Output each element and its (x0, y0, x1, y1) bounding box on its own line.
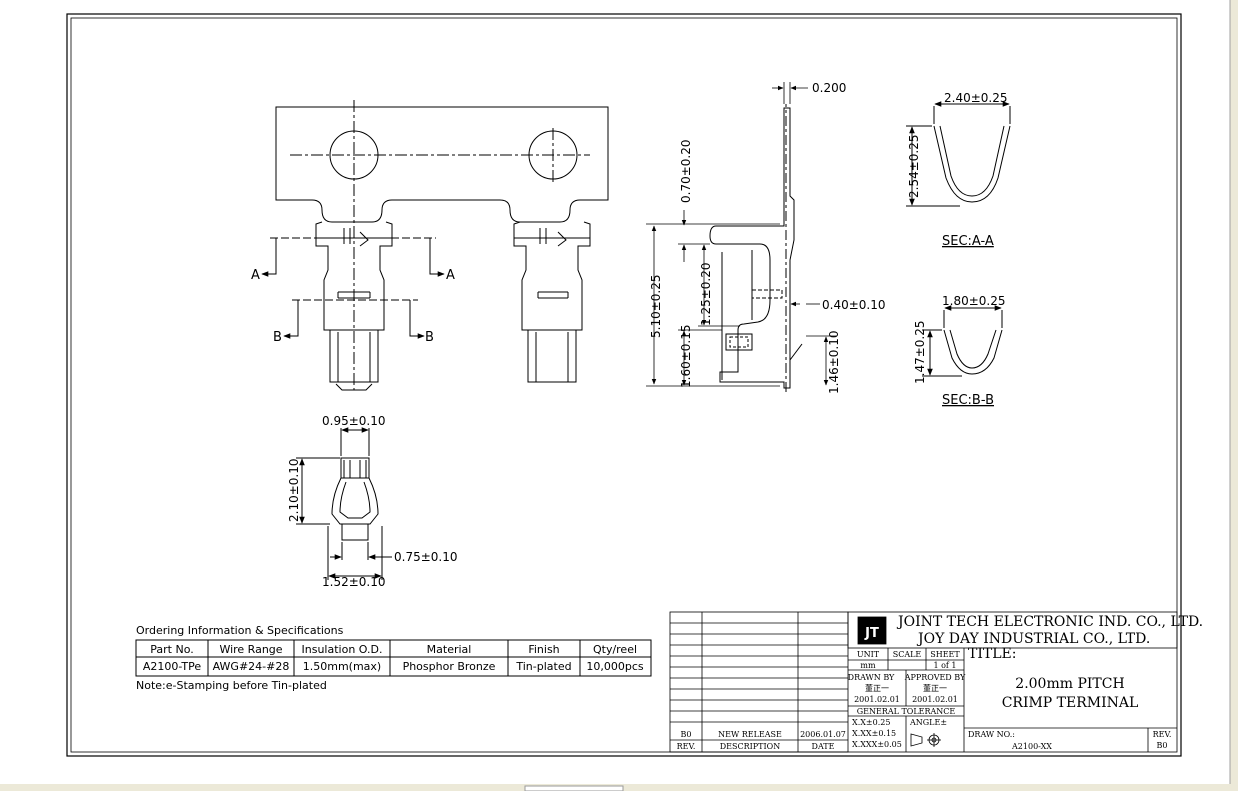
angle-label: ANGLE± (909, 718, 947, 727)
header-insulation: Insulation O.D. (302, 643, 383, 656)
sheet-label: SHEET (930, 650, 960, 659)
rev-col-header: REV. (677, 742, 696, 751)
spec-table-row: A2100-TPe AWG#24-#28 1.50mm(max) Phospho… (143, 660, 644, 673)
ordering-title: Ordering Information & Specifications (136, 624, 344, 637)
dim-040: 0.40±0.10 (822, 298, 886, 312)
dim-210: 2.10±0.10 (287, 459, 301, 523)
dim-152: 1.52±0.10 (322, 575, 386, 589)
desc-col-header: DESCRIPTION (720, 742, 780, 751)
dim-thickness: 0.200 (812, 81, 846, 95)
section-bb-view (922, 305, 1003, 377)
sheet-inner-border (70, 17, 1178, 753)
dim-070: 0.70±0.20 (679, 140, 693, 204)
rev-entry-desc: NEW RELEASE (718, 730, 782, 739)
draw-no-label: DRAW NO.: (968, 730, 1015, 739)
general-tolerance: GENERAL TOLERANCE (857, 707, 956, 716)
dim-095: 0.95±0.10 (322, 414, 386, 428)
rev-label: REV. (1153, 730, 1172, 739)
front-view (296, 427, 392, 580)
scale-label: SCALE (893, 650, 922, 659)
sheet-value: 1 of 1 (933, 661, 956, 670)
approved-date: 2001.02.01 (912, 695, 958, 704)
header-material: Material (427, 643, 472, 656)
header-wire-range: Wire Range (219, 643, 282, 656)
approved-by-name: 董正一 (923, 683, 947, 693)
dim-125: 1.25±0.20 (699, 263, 713, 327)
dim-075: 0.75±0.10 (394, 550, 458, 564)
title-line-2: CRIMP TERMINAL (1002, 695, 1139, 711)
sec-aa-label: SEC:A-A (942, 234, 994, 249)
dim-180: 1.80±0.25 (942, 294, 1006, 308)
section-aa-view (906, 101, 1011, 207)
tolerance-2: X.XX±0.15 (852, 729, 896, 738)
unit-label: UNIT (857, 650, 880, 659)
sheet-outer-border (66, 13, 1182, 757)
top-view (261, 100, 609, 391)
drawn-by-label: DRAWN BY (848, 673, 895, 682)
spec-table (135, 639, 652, 677)
cell-material: Phosphor Bronze (403, 660, 496, 673)
dim-160: 1.60±0.15 (679, 325, 693, 389)
rev-entry-date: 2006.01.07 (800, 730, 846, 739)
approved-by-label: APPROVED BY (904, 673, 966, 682)
cell-part-no: A2100-TPe (143, 660, 201, 673)
header-qty: Qty/reel (593, 643, 637, 656)
drawn-date: 2001.02.01 (854, 695, 900, 704)
projection-symbol-icon (910, 733, 941, 747)
company-name-1: JOINT TECH ELECTRONIC IND. CO., LTD. (896, 614, 1203, 630)
section-a-right: A (446, 268, 455, 283)
company-logo-icon: JT (864, 626, 879, 641)
dim-254: 2.54±0.25 (907, 135, 921, 199)
spec-table-headers: Part No. Wire Range Insulation O.D. Mate… (150, 643, 637, 656)
dim-240: 2.40±0.25 (944, 91, 1008, 105)
unit-value: mm (860, 661, 876, 670)
cell-finish: Tin-plated (515, 660, 571, 673)
section-b-right: B (425, 330, 434, 345)
side-view (709, 104, 803, 392)
draw-no-value: A2100-XX (1011, 742, 1052, 751)
header-part-no: Part No. (150, 643, 193, 656)
tolerance-3: X.XXX±0.05 (852, 740, 902, 749)
cell-qty: 10,000pcs (586, 660, 644, 673)
section-b-left: B (273, 330, 282, 345)
side-view-dims (646, 82, 836, 387)
status-field (524, 785, 624, 792)
company-name-2: JOY DAY INDUSTRIAL CO., LTD. (916, 631, 1150, 647)
date-col-header: DATE (812, 742, 835, 751)
title-label: TITLE: (968, 646, 1016, 662)
dim-146: 1.46±0.10 (827, 331, 841, 395)
cell-insulation: 1.50mm(max) (303, 660, 381, 673)
tolerance-1: X.X±0.25 (852, 718, 890, 727)
vertical-scrollbar[interactable] (1230, 0, 1238, 791)
drawn-by-name: 董正一 (865, 683, 889, 693)
rev-value: B0 (1157, 741, 1168, 750)
spec-note: Note:e-Stamping before Tin-plated (136, 679, 327, 692)
sec-bb-label: SEC:B-B (942, 393, 994, 408)
header-finish: Finish (528, 643, 559, 656)
dim-510: 5.10±0.25 (649, 275, 663, 339)
title-line-1: 2.00mm PITCH (1015, 676, 1124, 692)
cell-wire-range: AWG#24-#28 (213, 660, 290, 673)
rev-entry-rev: B0 (681, 730, 692, 739)
dim-147: 1.47±0.25 (913, 321, 927, 385)
section-a-left: A (251, 268, 260, 283)
title-block-grid (669, 611, 1178, 753)
